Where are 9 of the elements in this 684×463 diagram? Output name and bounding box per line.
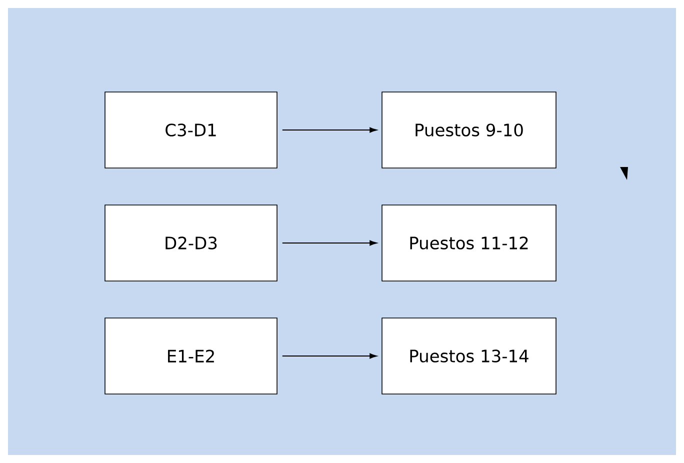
process-box: Puestos 11-12 — [382, 204, 556, 282]
process-box: E1-E2 — [104, 318, 278, 394]
arrow — [282, 240, 377, 246]
arrow — [282, 353, 377, 359]
process-box: Puestos 9-10 — [382, 92, 556, 168]
process-box: Puestos 13-14 — [382, 318, 556, 394]
arrow — [282, 127, 377, 133]
process-box: D2-D3 — [104, 204, 278, 282]
process-box: C3-D1 — [104, 92, 278, 168]
